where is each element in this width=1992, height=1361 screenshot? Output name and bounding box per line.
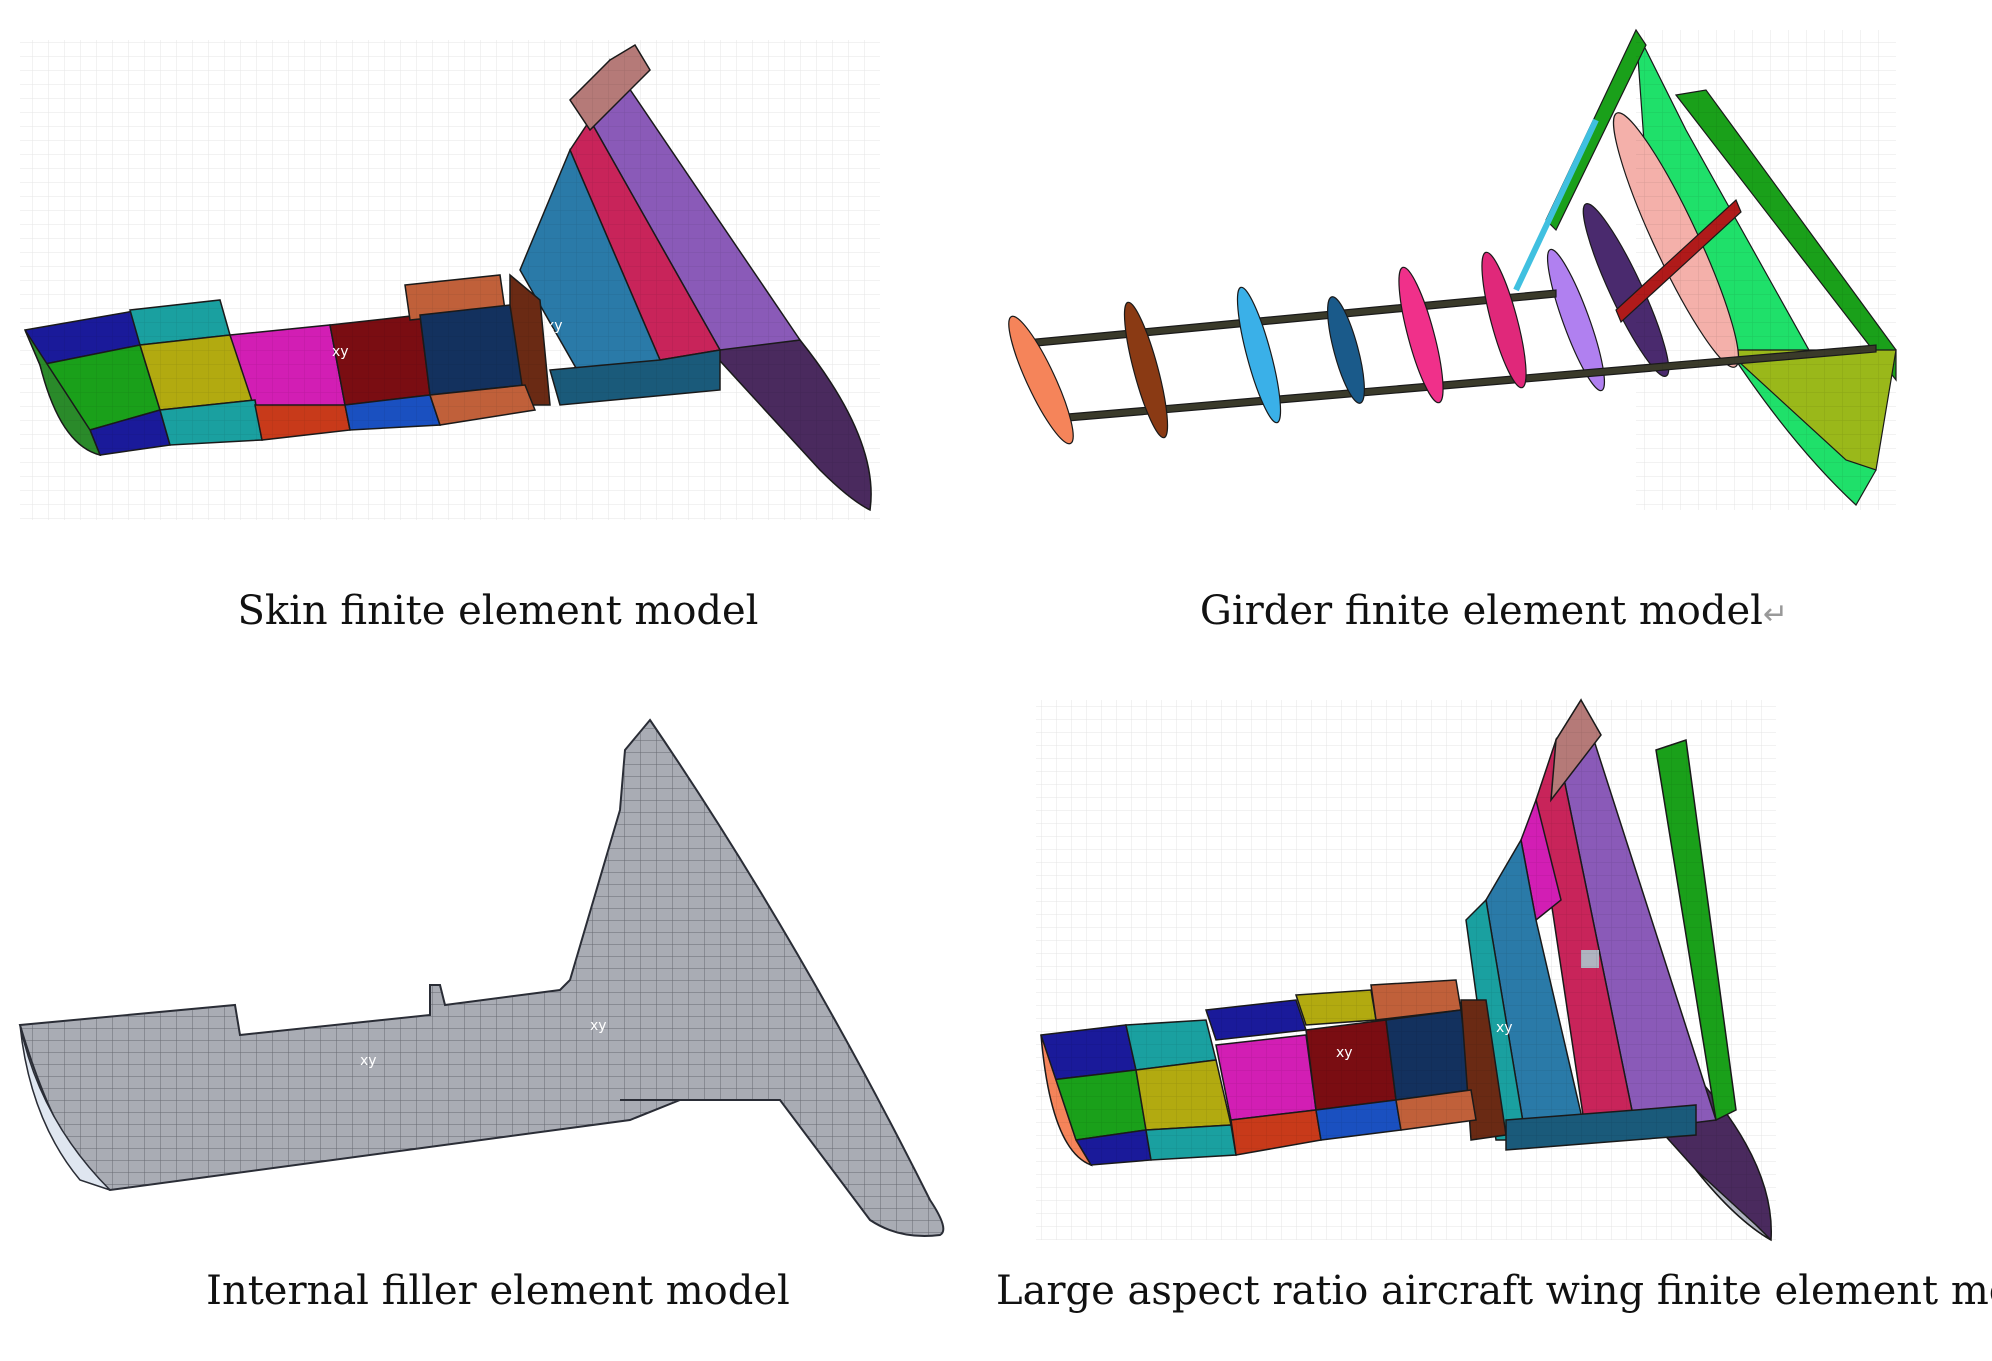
axis-marker: xy	[1496, 1020, 1513, 1036]
panel-caption: Skin finite element model	[0, 588, 996, 634]
skin-panel: xy xy Skin finite element model	[0, 0, 996, 680]
paragraph-mark: ↵	[1762, 597, 1789, 632]
filler-model-drawing: xy xy	[18, 718, 945, 1237]
girder-panel: Girder finite element model↵	[996, 0, 1992, 680]
girder-model-drawing	[1008, 28, 1897, 510]
axis-marker: xy	[1336, 1045, 1353, 1061]
panel-caption: Girder finite element model↵	[996, 588, 1992, 634]
caption-text: Girder finite element model	[1199, 588, 1763, 634]
caption-text: Internal filler element model	[206, 1268, 790, 1314]
filler-panel: xy xy Internal filler element model	[0, 680, 996, 1360]
skin-mesh-overlay	[20, 40, 880, 520]
axis-marker: xy	[590, 1018, 607, 1034]
axis-marker: xy	[360, 1053, 377, 1069]
filler-wing	[18, 718, 945, 1237]
axis-marker: xy	[546, 318, 563, 334]
panel-caption: Large aspect ratio aircraft wing finite …	[996, 1268, 1992, 1314]
skin-model-drawing: xy xy	[20, 40, 880, 520]
caption-text: Skin finite element model	[237, 588, 759, 634]
caption-text: Large aspect ratio aircraft wing finite …	[996, 1268, 1992, 1314]
assembly-model-drawing: xy xy	[1036, 698, 1776, 1242]
girder-mesh-overlay	[1636, 30, 1896, 510]
panel-caption: Internal filler element model	[0, 1268, 996, 1314]
assembly-mesh-overlay	[1036, 700, 1776, 1240]
assembly-panel: xy xy Large aspect ratio aircraft wing f…	[996, 680, 1992, 1360]
axis-marker: xy	[332, 344, 349, 360]
